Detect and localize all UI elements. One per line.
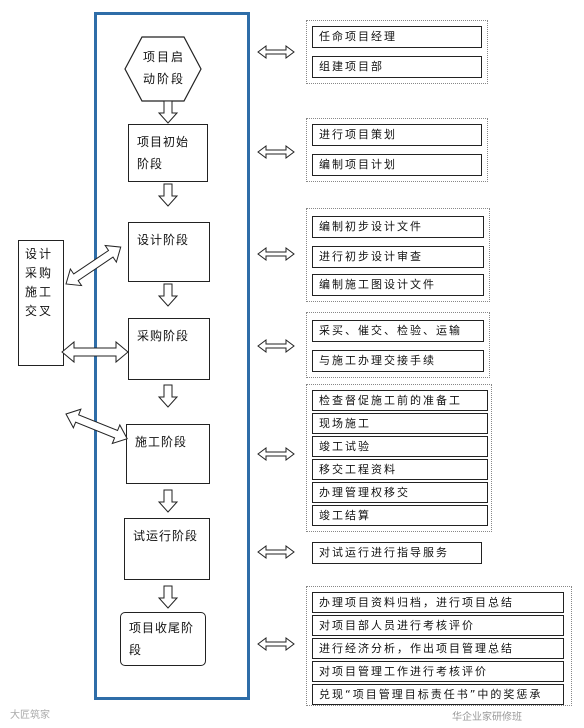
task-group-initial — [306, 118, 488, 182]
task-item: 采买、催交、检验、运输 — [312, 320, 484, 342]
task-item: 与施工办理交接手续 — [312, 350, 484, 372]
task-item: 对项目管理工作进行考核评价 — [312, 661, 564, 682]
task-item: 现场施工 — [312, 413, 488, 434]
watermark-left: 大匠筑家 — [10, 710, 50, 721]
task-group-design — [306, 208, 490, 302]
task-group-construction — [306, 384, 492, 532]
down-arrow-icon — [158, 384, 178, 408]
double-arrow-icon — [257, 145, 295, 159]
down-arrow-icon — [158, 489, 178, 513]
task-group-start — [306, 20, 488, 84]
cross-coordination-box: 设计采购施工交叉 — [18, 240, 64, 366]
task-group-closing — [306, 586, 572, 706]
double-arrow-icon — [257, 45, 295, 59]
task-item: 对试运行进行指导服务 — [312, 542, 482, 564]
hexagon-shape — [124, 36, 202, 102]
down-arrow-icon — [158, 585, 178, 609]
stage-closing: 项目收尾阶段 — [120, 612, 206, 666]
task-item: 编制初步设计文件 — [312, 216, 484, 238]
double-arrow-icon — [257, 637, 295, 651]
task-item: 办理管理权移交 — [312, 482, 488, 503]
stage-start-label: 项目启动阶段 — [142, 50, 185, 86]
stage-design: 设计阶段 — [128, 222, 210, 282]
task-item: 竣工结算 — [312, 505, 488, 526]
stage-trial: 试运行阶段 — [124, 518, 210, 580]
stage-initial: 项目初始阶段 — [128, 124, 208, 182]
double-arrow-icon — [257, 247, 295, 261]
watermark-right: 华企业家研修班 — [452, 712, 522, 723]
down-arrow-icon — [158, 100, 178, 124]
double-arrow-icon — [61, 341, 129, 363]
task-item: 进行项目策划 — [312, 124, 482, 146]
task-item: 竣工试验 — [312, 436, 488, 457]
task-item: 移交工程资料 — [312, 459, 488, 480]
double-arrow-icon — [257, 447, 295, 461]
task-item: 进行初步设计审查 — [312, 246, 484, 268]
task-item: 编制施工图设计文件 — [312, 274, 484, 296]
task-item: 进行经济分析，作出项目管理总结 — [312, 638, 564, 659]
task-item: 办理项目资料归档，进行项目总结 — [312, 592, 564, 613]
stage-construction: 施工阶段 — [126, 424, 210, 484]
stage-purchase: 采购阶段 — [128, 318, 210, 380]
task-item: 检查督促施工前的准备工 — [312, 390, 488, 411]
task-item: 任命项目经理 — [312, 26, 482, 48]
down-arrow-icon — [158, 183, 178, 207]
down-arrow-icon — [158, 283, 178, 307]
task-group-purchase — [306, 312, 490, 378]
task-item: 编制项目计划 — [312, 154, 482, 176]
double-arrow-icon — [59, 238, 127, 293]
double-arrow-icon — [257, 545, 295, 559]
stage-start-hexagon: 项目启动阶段 — [124, 36, 202, 102]
task-item: 组建项目部 — [312, 56, 482, 78]
task-item: 对项目部人员进行考核评价 — [312, 615, 564, 636]
double-arrow-icon — [257, 339, 295, 353]
double-arrow-icon — [61, 404, 132, 449]
task-item: 兑现“项目管理目标责任书”中的奖惩承 — [312, 684, 564, 705]
